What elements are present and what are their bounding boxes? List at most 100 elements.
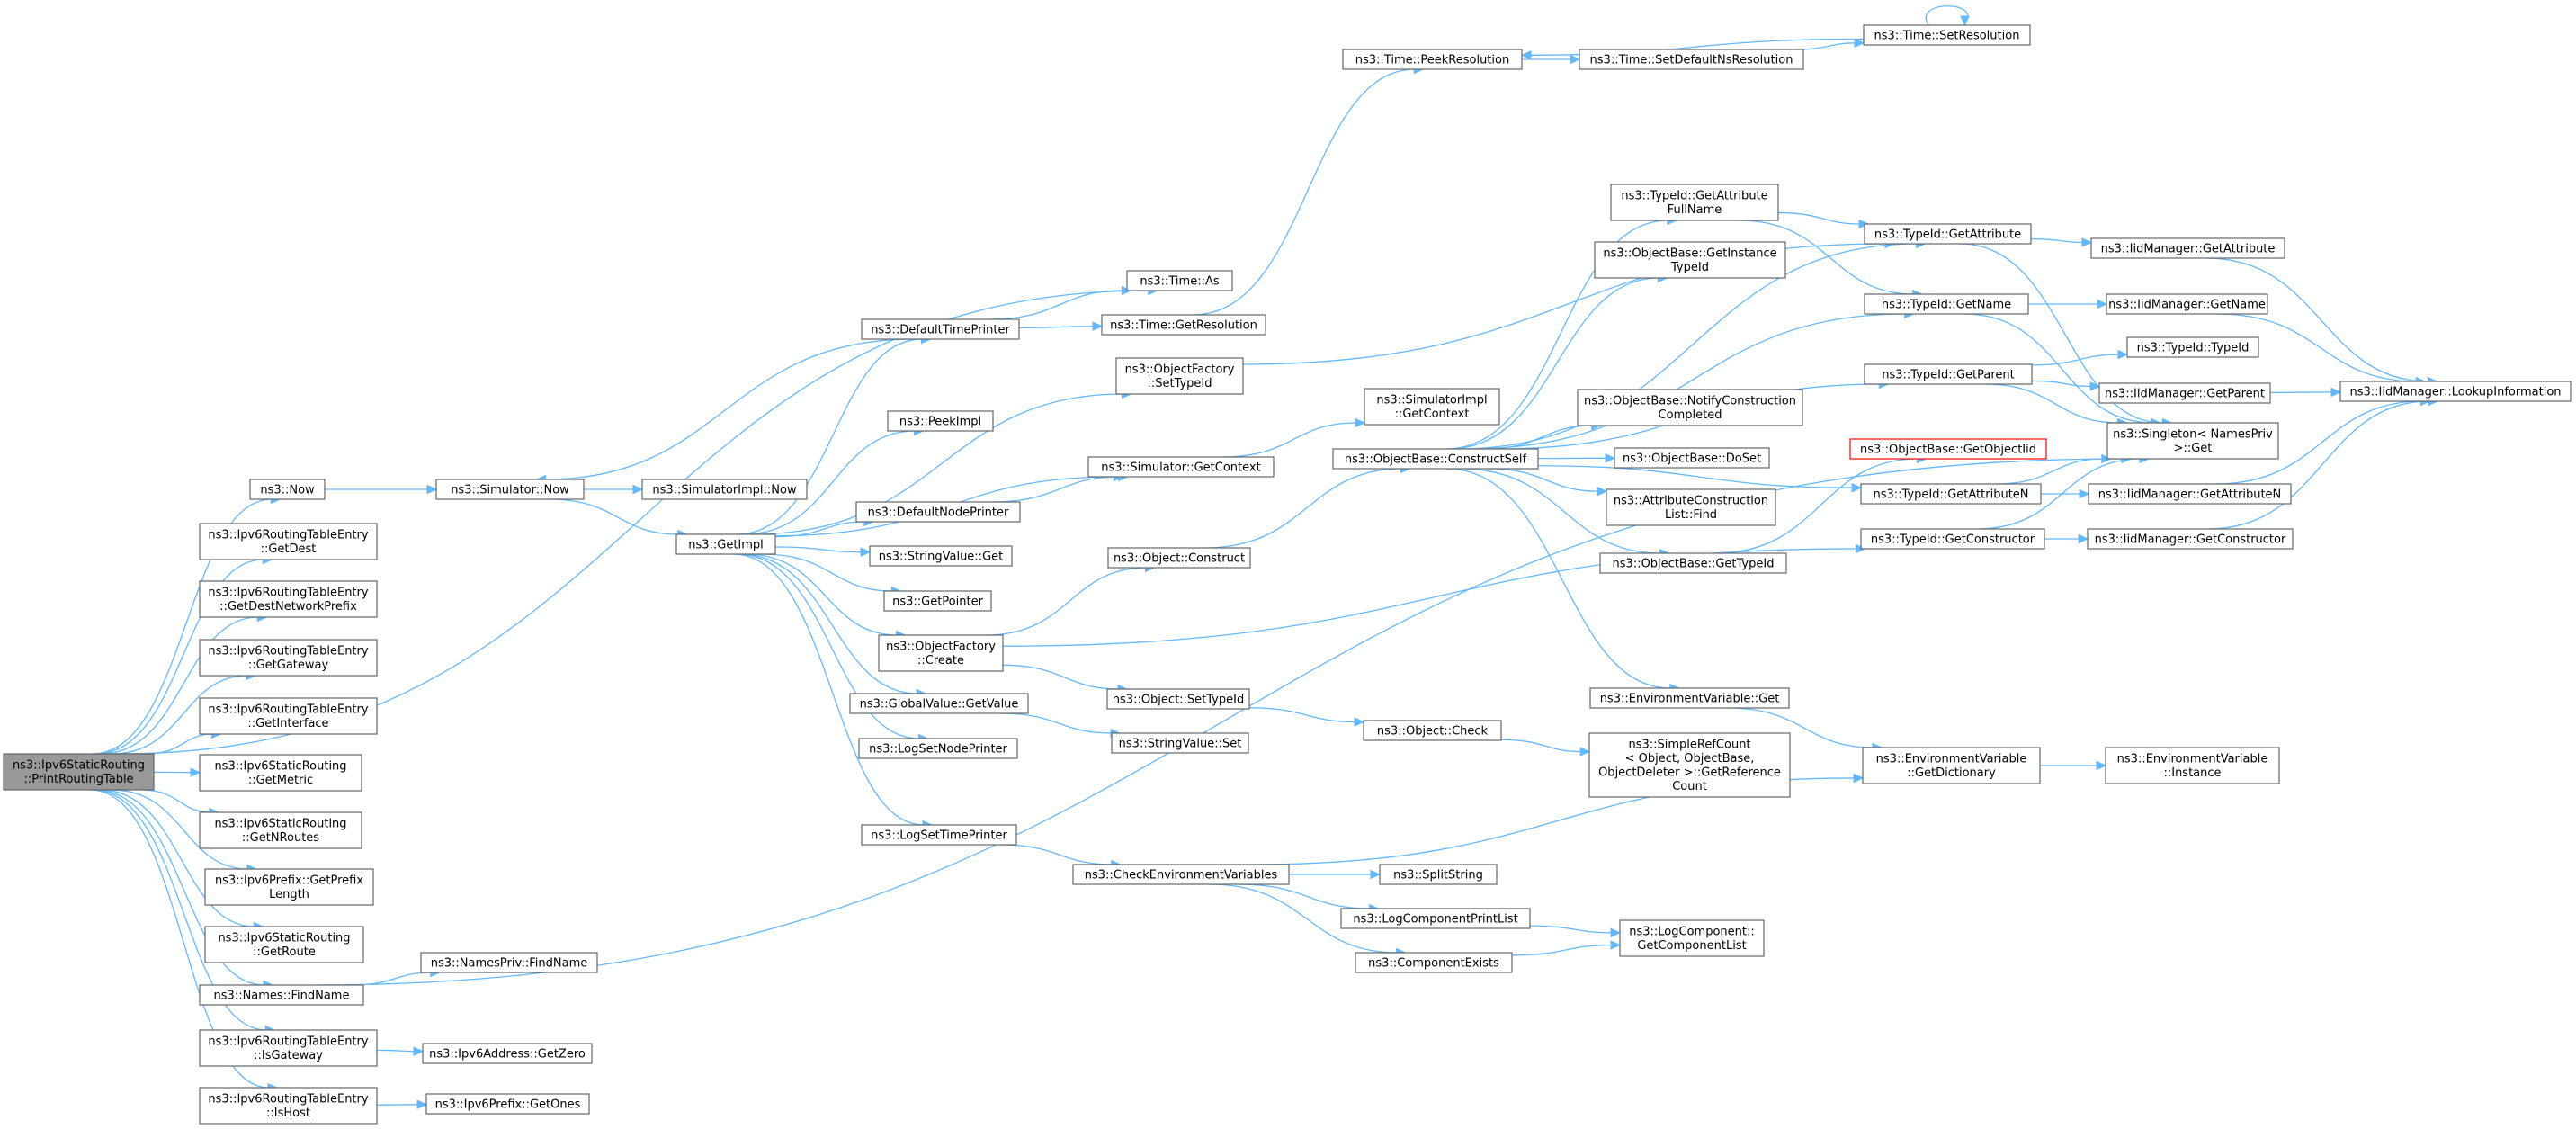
node-typeid_getparent[interactable]: ns3::TypeId::GetParent — [1864, 363, 2033, 385]
node-logcomponent_getlist[interactable]: ns3::LogComponent::GetComponentList — [1619, 919, 1765, 957]
node-sim_now[interactable]: ns3::Simulator::Now — [435, 479, 585, 500]
node-rte_getdest[interactable]: ns3::Ipv6RoutingTableEntry::GetDest — [199, 523, 378, 560]
node-object_settypeid[interactable]: ns3::Object::SetTypeId — [1106, 688, 1250, 710]
node-time_peekresolution[interactable]: ns3::Time::PeekResolution — [1342, 49, 1523, 70]
node-simimpl_getcontext[interactable]: ns3::SimulatorImpl::GetContext — [1364, 388, 1500, 426]
node-time_setresolution[interactable]: ns3::Time::SetResolution — [1863, 24, 2031, 46]
node-iid_getattributen[interactable]: ns3::IidManager::GetAttributeN — [2088, 483, 2292, 505]
node-sr_getnroutes[interactable]: ns3::Ipv6StaticRouting::GetNRoutes — [199, 811, 362, 849]
edges-layer — [90, 5, 2439, 1110]
node-simplerefcount[interactable]: ns3::SimpleRefCount< Object, ObjectBase,… — [1588, 732, 1791, 798]
node-iid_getattribute[interactable]: ns3::IidManager::GetAttribute — [2090, 237, 2285, 259]
node-names_findname[interactable]: ns3::Names::FindName — [199, 984, 364, 1006]
node-typeid_getconstructor[interactable]: ns3::TypeId::GetConstructor — [1860, 528, 2045, 550]
node-objfactory_settypeid[interactable]: ns3::ObjectFactory::SetTypeId — [1115, 357, 1244, 395]
edge-time_peekresolution-to-time_setdefaultns — [1522, 54, 1581, 65]
node-componentexists[interactable]: ns3::ComponentExists — [1355, 952, 1513, 973]
node-label-line: ns3::Ipv6RoutingTableEntry — [208, 1093, 368, 1107]
node-singleton_get[interactable]: ns3::Singleton< NamesPriv >::Get — [2106, 422, 2279, 460]
node-typeid_getattributen[interactable]: ns3::TypeId::GetAttributeN — [1860, 483, 2042, 505]
node-getpointer[interactable]: ns3::GetPointer — [883, 590, 992, 612]
node-label-line: ::GetMetric — [248, 774, 313, 787]
node-objbase_notifyconstruction[interactable]: ns3::ObjectBase::NotifyConstructionCompl… — [1577, 389, 1803, 426]
node-rte_getdestnet[interactable]: ns3::Ipv6RoutingTableEntry::GetDestNetwo… — [199, 580, 378, 618]
node-label-line: TypeId — [1670, 261, 1709, 274]
node-sr_getmetric[interactable]: ns3::Ipv6StaticRouting::GetMetric — [199, 754, 362, 792]
edge-line — [1739, 220, 1914, 295]
node-defaultnodeprinter[interactable]: ns3::DefaultNodePrinter — [855, 501, 1021, 523]
edge-line — [315, 458, 2124, 986]
node-envvar_getdictionary[interactable]: ns3::EnvironmentVariable::GetDictionary — [1862, 747, 2041, 784]
node-sr_getroute[interactable]: ns3::Ipv6StaticRouting::GetRoute — [204, 926, 364, 963]
node-time_as[interactable]: ns3::Time::As — [1126, 270, 1233, 291]
node-root[interactable]: ns3::Ipv6StaticRouting::PrintRoutingTabl… — [3, 753, 155, 791]
node-logsettimeprinter[interactable]: ns3::LogSetTimePrinter — [861, 824, 1017, 846]
node-splitstring[interactable]: ns3::SplitString — [1379, 864, 1498, 885]
node-objbase_gettypeid[interactable]: ns3::ObjectBase::GetTypeId — [1599, 552, 1787, 574]
arrowhead — [1092, 321, 1104, 331]
node-box — [199, 523, 378, 560]
node-label-line: ns3::SimulatorImpl — [1376, 394, 1487, 408]
node-rte_getinterface[interactable]: ns3::Ipv6RoutingTableEntry::GetInterface — [199, 697, 378, 735]
node-objbase_constructself[interactable]: ns3::ObjectBase::ConstructSelf — [1332, 448, 1539, 470]
node-sim_getcontext[interactable]: ns3::Simulator::GetContext — [1087, 456, 1275, 478]
edge-typeid_getattrfullname-to-typeid_getattribute — [1777, 211, 1870, 229]
arrowhead — [1354, 717, 1365, 727]
node-label-line: ns3::NamesPriv::FindName — [431, 956, 587, 970]
edge-line — [774, 546, 863, 553]
node-checkenvvars[interactable]: ns3::CheckEnvironmentVariables — [1072, 864, 1290, 885]
node-iid_getconstructor[interactable]: ns3::IidManager::GetConstructor — [2087, 528, 2294, 550]
edge-line — [745, 553, 898, 636]
arrowhead — [1610, 940, 1622, 950]
node-namespriv_findname[interactable]: ns3::NamesPriv::FindName — [420, 952, 598, 973]
node-logsetnodeprinter[interactable]: ns3::LogSetNodePrinter — [858, 738, 1018, 759]
node-simimpl_now[interactable]: ns3::SimulatorImpl::Now — [641, 479, 808, 500]
node-rte_ishost[interactable]: ns3::Ipv6RoutingTableEntry::IsHost — [199, 1087, 378, 1125]
node-peekimpl[interactable]: ns3::PeekImpl — [887, 410, 994, 432]
node-logcomponentprintlist[interactable]: ns3::LogComponentPrintList — [1340, 908, 1531, 929]
node-defaulttimeprinter[interactable]: ns3::DefaultTimePrinter — [861, 318, 1020, 340]
edge-root-to-sr_getroute — [100, 789, 264, 932]
node-getimpl[interactable]: ns3::GetImpl — [675, 533, 776, 555]
node-time_getresolution[interactable]: ns3::Time::GetResolution — [1101, 314, 1266, 336]
node-typeid_typeid[interactable]: ns3::TypeId::TypeId — [2126, 336, 2259, 358]
node-object_check[interactable]: ns3::Object::Check — [1363, 720, 1502, 741]
node-envvar_get[interactable]: ns3::EnvironmentVariable::Get — [1589, 687, 1790, 709]
node-label-line: ns3::TypeId::GetAttribute — [1874, 228, 2021, 241]
node-box — [858, 738, 1018, 759]
node-iid_lookupinformation[interactable]: ns3::IidManager::LookupInformation — [2339, 381, 2572, 402]
node-rte_isgateway[interactable]: ns3::Ipv6RoutingTableEntry::IsGateway — [199, 1029, 378, 1067]
node-iid_getparent[interactable]: ns3::IidManager::GetParent — [2098, 382, 2271, 404]
node-label-line: Completed — [1659, 408, 1722, 422]
edge-typeid_getconstructor-to-iid_getconstructor — [2044, 533, 2089, 544]
edge-line — [1458, 243, 1918, 450]
node-label-line: ns3::ObjectBase::NotifyConstruction — [1584, 395, 1796, 408]
edge-time_setresolution-to-time_setresolution — [1925, 5, 1970, 27]
edge-line — [2217, 313, 2418, 382]
edge-line — [1242, 243, 1887, 365]
node-objfactory_create[interactable]: ns3::ObjectFactory::Create — [878, 634, 1004, 672]
node-prefix_getones[interactable]: ns3::Ipv6Prefix::GetOnes — [425, 1093, 590, 1115]
node-label-line: ::PrintRoutingTable — [23, 773, 133, 786]
node-addr_getzero[interactable]: ns3::Ipv6Address::GetZero — [422, 1043, 593, 1064]
node-time_setdefaultns[interactable]: ns3::Time::SetDefaultNsResolution — [1579, 49, 1804, 70]
node-now[interactable]: ns3::Now — [249, 479, 326, 500]
node-typeid_getname[interactable]: ns3::TypeId::GetName — [1864, 293, 2029, 315]
node-stringvalue_get[interactable]: ns3::StringValue::Get — [869, 545, 1013, 567]
node-stringvalue_set[interactable]: ns3::StringValue::Set — [1111, 732, 1249, 754]
arrowhead — [426, 484, 438, 495]
node-globalvalue_getvalue[interactable]: ns3::GlobalValue::GetValue — [849, 693, 1029, 714]
node-objbase_doset[interactable]: ns3::ObjectBase::DoSet — [1614, 447, 1770, 469]
node-typeid_getattribute[interactable]: ns3::TypeId::GetAttribute — [1864, 223, 2032, 245]
edge-line — [1484, 425, 1593, 450]
node-envvar_instance[interactable]: ns3::EnvironmentVariable::Instance — [2105, 747, 2280, 784]
node-objbase_getobjectiid[interactable]: ns3::ObjectBase::GetObjectIid — [1849, 438, 2047, 460]
node-label-line: ns3::Object::SetTypeId — [1113, 693, 1244, 706]
node-rte_getgateway[interactable]: ns3::Ipv6RoutingTableEntry::GetGateway — [199, 639, 378, 677]
node-iid_getname[interactable]: ns3::IidManager::GetName — [2106, 293, 2268, 315]
node-object_construct[interactable]: ns3::Object::Construct — [1107, 547, 1251, 569]
